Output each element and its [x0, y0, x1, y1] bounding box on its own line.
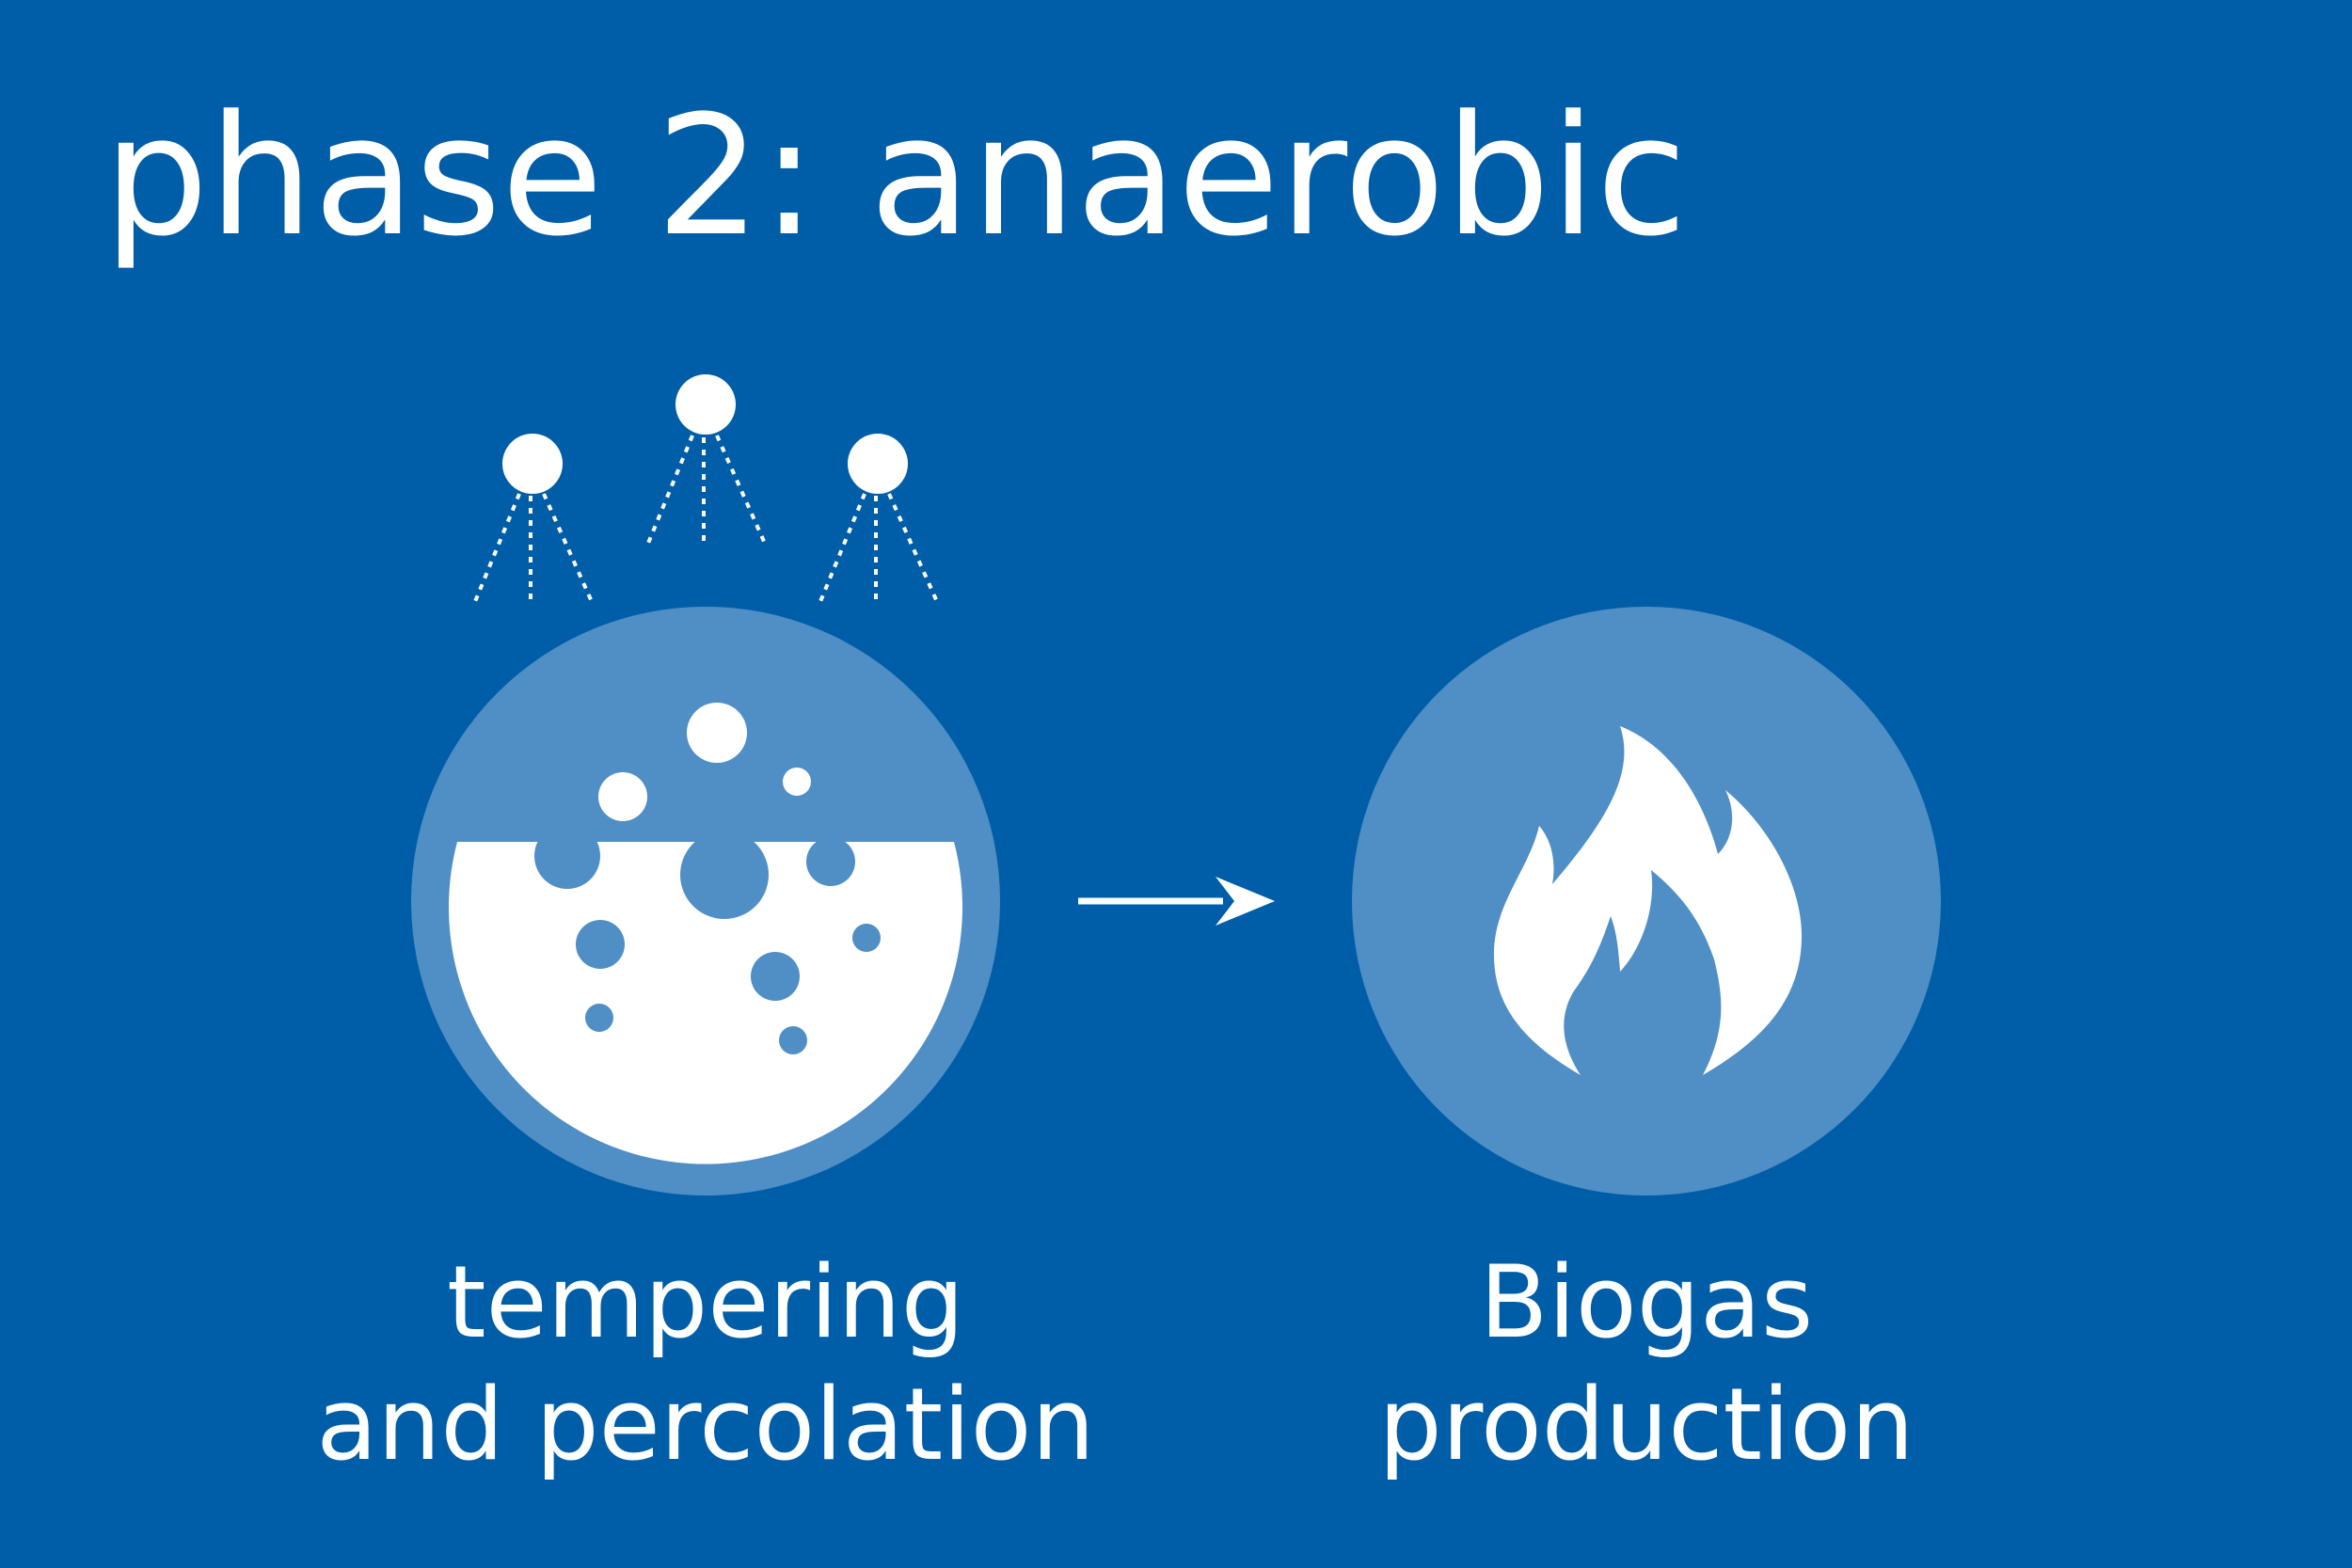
sprinkler-icon-left: [472, 434, 595, 605]
percolation-tank-icon: [411, 607, 1000, 1196]
arrow-right-icon: [1078, 877, 1275, 926]
step-label-line: production: [1378, 1367, 1915, 1482]
step-label-line: and percolation: [316, 1367, 1095, 1482]
sprinkler-icon-right: [818, 434, 940, 605]
step-label-tempering: tempering and percolation: [235, 1242, 1176, 1486]
sprinkler-icon-center: [645, 374, 768, 546]
step-label-line: tempering: [446, 1244, 965, 1360]
step-label-line: Biogas: [1479, 1244, 1814, 1360]
page-title: phase 2: anaerobic: [103, 80, 1688, 273]
flame-icon: [1352, 607, 1941, 1196]
step-label-biogas: Biogas production: [1176, 1242, 2117, 1486]
